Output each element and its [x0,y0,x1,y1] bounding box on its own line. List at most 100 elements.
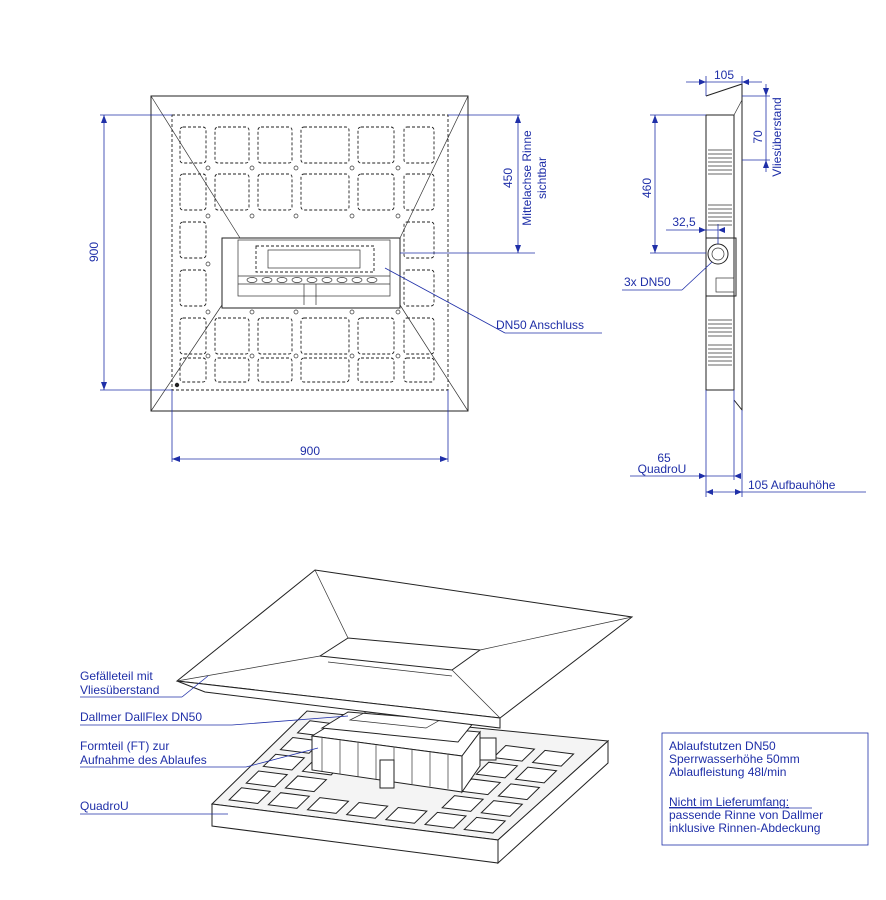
leader-line [231,715,349,726]
grid-dot [349,213,355,219]
grid-dot [395,165,401,171]
dim-900-horizontal-label: 900 [300,444,320,458]
side-line [733,99,743,116]
base-cell [531,749,575,767]
grid-cell [179,173,207,211]
grid-dot [293,165,299,171]
grid-dot [293,309,299,315]
grid-dot [205,165,211,171]
base-cell [423,811,468,829]
grid-dot [395,353,401,359]
base-side-face [497,739,609,865]
base-cell [228,787,272,804]
grid-cell [403,269,435,307]
drain-outlet [379,759,395,789]
dim-70-label: 70 [751,130,765,144]
leader-line [681,261,713,291]
diagonal-line [150,95,241,239]
drain-channel [255,245,375,273]
base-cell [267,792,311,809]
quadrou-label: QuadroU [80,799,129,813]
side-view-slope-panel [705,83,743,412]
grid-cell [357,357,395,383]
dim-105-bottom-label: 105 Aufbauhöhe [748,478,836,492]
info-line-5: passende Rinne von Dallmer [669,808,823,822]
grid-cell [214,173,250,211]
drain-inner [267,249,361,269]
drain-hole [276,277,288,283]
grid-dot [395,213,401,219]
slope-fold-line [451,669,501,719]
slope-fold-line [176,655,321,682]
diagonal-line [399,304,469,412]
grid-cell [257,173,293,211]
drain-hole [246,277,258,283]
dn50-count-label: 3x DN50 [624,275,671,289]
top-view [150,95,469,412]
grid-cell [300,317,350,355]
grid-dot [205,309,211,315]
dim-fleece-label: Vliesüberstand [770,97,784,176]
grid-cell [179,126,207,164]
grid-cell [179,221,207,259]
diagonal-line [150,304,223,412]
grid-cells [179,126,435,383]
slope-channel-line [327,661,453,677]
form-part-label-2: Aufnahme des Ablaufes [80,753,207,767]
grid-cell [403,357,435,383]
grid-cell [300,357,350,383]
slope-panel-edge [176,680,501,729]
drain-hole [321,277,333,283]
grid-dot [249,213,255,219]
grid-cell [403,317,435,355]
side-view-drain-box [705,237,737,297]
info-line-2: Sperrwasserhöhe 50mm [669,752,800,766]
form-part-label-1: Formteil (FT) zur [80,739,169,753]
dim-900-vertical-label: 900 [87,242,101,262]
drain-hole [306,277,318,283]
dim-65-label: 65 [657,451,671,465]
base-cell [497,783,541,801]
top-view-outline [150,95,469,412]
grid-dot [349,165,355,171]
dim-quadro-label: QuadroU [638,462,687,476]
grid-dot [249,353,255,359]
leader-line [384,267,506,334]
base-cell [514,766,558,784]
form-part-side [461,730,481,794]
side-view-pipe [707,243,729,265]
info-line-4: Nicht im Lieferumfang: [669,795,789,809]
drain-hole [366,277,378,283]
grid-dot [249,309,255,315]
grid-cell [357,126,395,164]
grid-cell [403,126,435,164]
grid-cell [403,173,435,211]
drain-connection-label: DN50 Anschluss [496,318,584,332]
grid-cell [179,357,207,383]
base-cell [245,770,289,788]
drain-hole [351,277,363,283]
drain-hole [336,277,348,283]
grid-cell [403,221,435,259]
side-view-ribs [708,149,732,366]
exploded-labels: Gefälleteil mit Vliesüberstand Dallmer D… [80,669,349,815]
diagonal-line [399,95,469,239]
dim-arrow [699,227,725,233]
grid-dot [249,165,255,171]
corner-marker [174,382,180,388]
leader-line [245,747,319,768]
base-cell [475,761,519,779]
grid-dot [205,353,211,359]
drain-socket [479,737,497,761]
grid-cell [300,173,350,211]
info-line-6: inklusive Rinnen-Abdeckung [669,821,820,835]
base-cell [480,800,524,817]
grid-cell [357,317,395,355]
info-line-1: Ablaufstutzen DN50 [669,739,776,753]
leader-line [181,675,209,698]
grid-cell [214,357,250,383]
base-cell [492,744,536,762]
grid-cell [214,126,250,164]
grid-dot [349,309,355,315]
slope-panel-label-1: Gefälleteil mit [80,669,153,683]
